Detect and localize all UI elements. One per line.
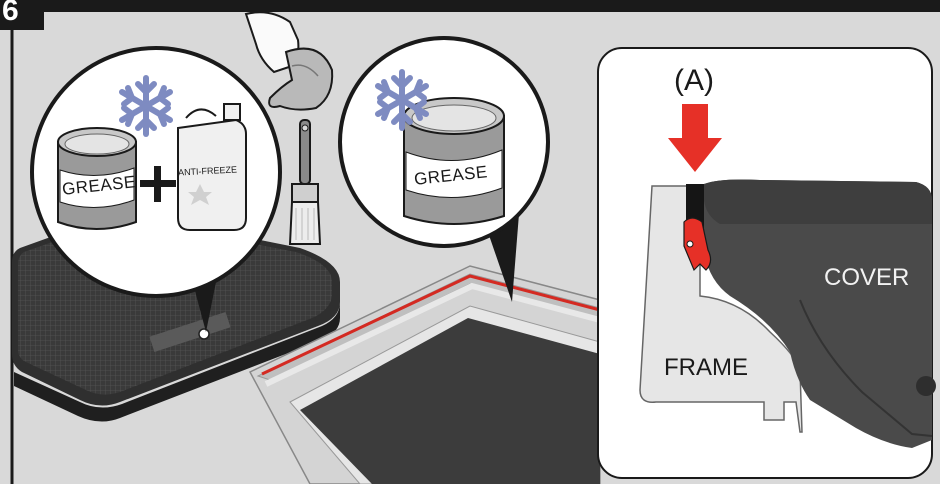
marker-a-label: (A): [674, 64, 714, 98]
cover-label: COVER: [824, 264, 909, 292]
header-banner: [44, 0, 940, 12]
hand-with-cloth-icon: [246, 12, 332, 109]
paint-brush-icon: [290, 120, 320, 244]
step-number-badge: 6: [0, 0, 44, 30]
frame-label: FRAME: [664, 354, 748, 382]
